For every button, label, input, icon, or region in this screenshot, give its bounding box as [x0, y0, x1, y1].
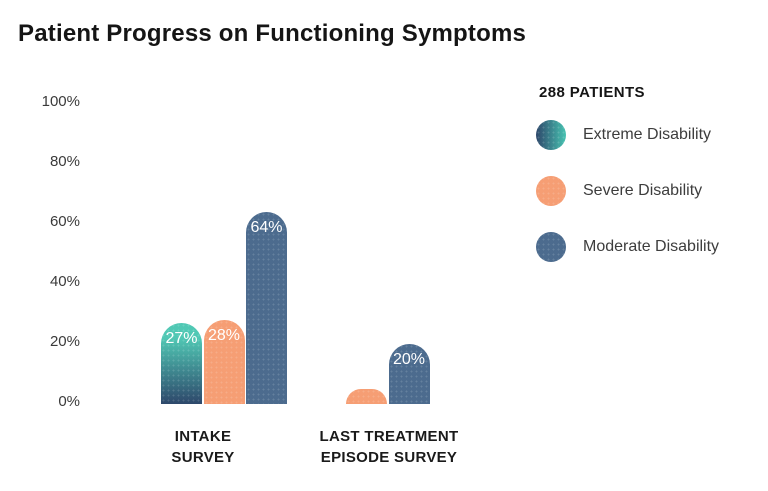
- moderate-disability-swatch-icon: [536, 232, 566, 262]
- bar-value-label: 20%: [392, 351, 426, 368]
- bar-moderate-disability: 20%: [388, 344, 430, 404]
- legend-header-patient-count: 288 PATIENTS: [539, 84, 645, 101]
- bar-value-label: 28%: [207, 327, 241, 344]
- chart-title: Patient Progress on Functioning Symptoms: [18, 20, 527, 47]
- legend-rows: Extreme Disability Severe Disability Mod…: [536, 120, 756, 262]
- legend-item-label: Moderate Disability: [583, 238, 720, 255]
- severe-disability-swatch-icon: [536, 176, 566, 206]
- bar-severe-disability: 28%: [203, 320, 245, 404]
- x-axis-category-label: INTAKE SURVEY: [171, 428, 235, 466]
- y-axis-tick-label: 80%: [49, 153, 80, 170]
- y-axis-tick-label: 20%: [49, 333, 80, 350]
- legend-item-extreme-disability: Extreme Disability: [536, 120, 756, 150]
- y-axis-tick-label: 100%: [41, 93, 80, 110]
- bar-value-label: 64%: [250, 219, 283, 236]
- y-axis-tick-label: 0%: [58, 393, 80, 410]
- bar-extreme-disability: 27%: [161, 323, 202, 404]
- legend-item-label: Extreme Disability: [583, 126, 712, 143]
- bar-moderate-disability: 64%: [246, 212, 287, 404]
- extreme-disability-swatch-icon: [536, 120, 566, 150]
- legend-item-severe-disability: Severe Disability: [536, 176, 756, 206]
- bar-severe-disability: [346, 389, 387, 404]
- chart-legend: 288 PATIENTS Extreme Disability Severe D…: [536, 84, 756, 262]
- y-axis-tick-label: 60%: [49, 213, 80, 230]
- bar-value-label: 27%: [165, 330, 198, 347]
- y-axis-tick-label: 40%: [49, 273, 80, 290]
- legend-item-label: Severe Disability: [583, 182, 703, 199]
- legend-item-moderate-disability: Moderate Disability: [536, 232, 756, 262]
- x-axis-category-label: LAST TREATMENT EPISODE SURVEY: [319, 428, 459, 466]
